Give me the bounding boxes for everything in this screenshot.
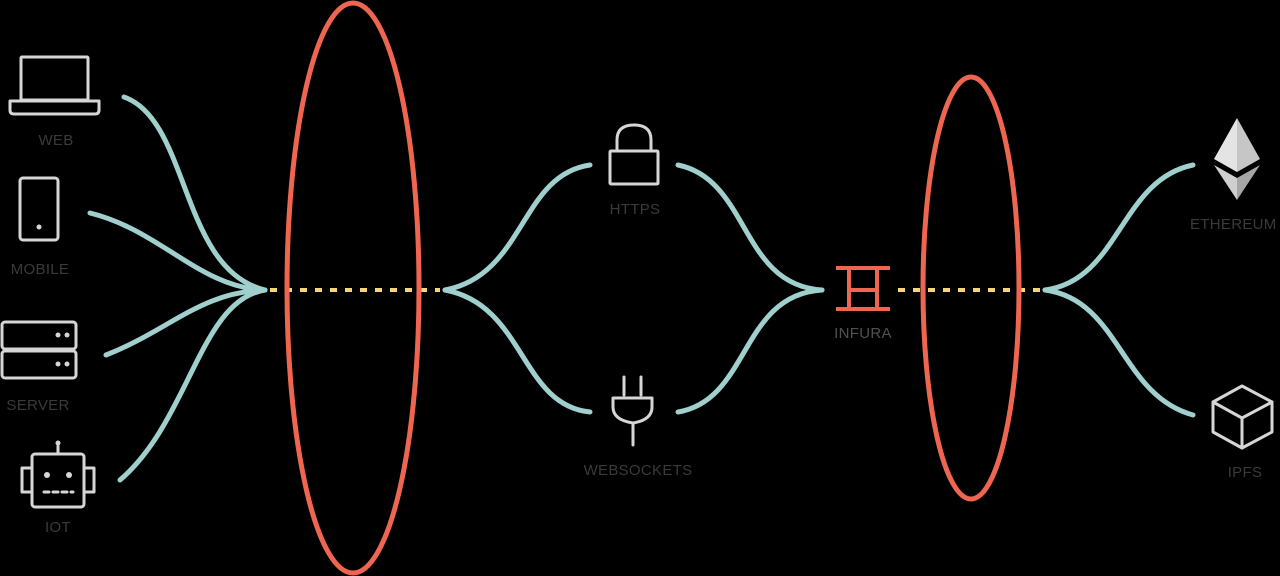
label-mobile: MOBILE xyxy=(11,261,69,278)
connector-iot xyxy=(117,287,268,483)
cube-icon xyxy=(1211,384,1274,450)
padlock-icon xyxy=(608,123,660,186)
infura-logo-icon xyxy=(836,266,890,311)
label-server: SERVER xyxy=(6,397,69,414)
label-https: HTTPS xyxy=(610,201,661,218)
plug-icon xyxy=(611,375,654,447)
laptop-icon xyxy=(8,55,101,116)
connector-websockets-infura xyxy=(675,287,825,415)
ethereum-icon xyxy=(1214,118,1260,200)
connector-https-infura xyxy=(675,162,825,293)
network-boundary-ring xyxy=(920,74,1022,502)
connector-server xyxy=(103,287,268,358)
label-websockets: WEBSOCKETS xyxy=(584,462,693,479)
connector-web xyxy=(121,94,268,293)
connector-to-https xyxy=(442,162,593,293)
phone-icon xyxy=(18,176,60,242)
connector-to-ipfs xyxy=(1042,287,1196,418)
server-icon xyxy=(0,320,78,380)
label-infura: INFURA xyxy=(834,325,892,342)
label-ethereum: ETHEREUM xyxy=(1190,216,1277,233)
connector-mobile xyxy=(87,210,268,293)
client-boundary-ring xyxy=(284,0,422,576)
label-web: WEB xyxy=(38,132,73,149)
label-iot: IOT xyxy=(45,519,71,536)
label-ipfs: IPFS xyxy=(1228,464,1263,481)
connector-to-ethereum xyxy=(1042,162,1196,293)
connector-to-websockets xyxy=(442,287,593,415)
robot-icon xyxy=(20,440,96,509)
